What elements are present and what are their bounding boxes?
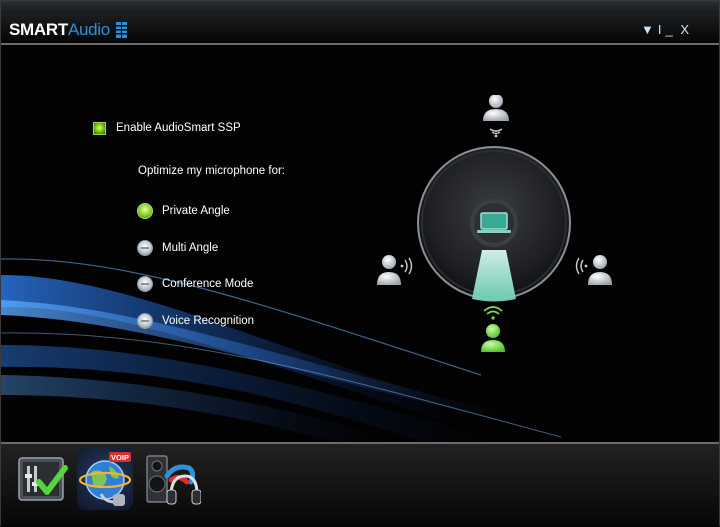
window-controls: ▼I_ X — [637, 21, 689, 39]
voice-recognition-label: Voice Recognition — [162, 315, 255, 327]
controls-separator: I — [657, 22, 662, 37]
task-bar: VOIP — [1, 442, 719, 527]
title-bar[interactable]: SMARTAudio ▼I_ X — [1, 13, 719, 45]
minimize-button[interactable]: _ — [665, 22, 673, 37]
option-voice-recognition[interactable]: Voice Recognition — [137, 311, 254, 331]
user-bottom-active-icon — [481, 306, 505, 352]
enable-ssp-indicator[interactable] — [93, 121, 106, 135]
conference-mode-radio[interactable] — [137, 276, 153, 292]
user-top-icon — [483, 95, 509, 138]
close-button[interactable]: X — [680, 22, 689, 37]
microphone-pickup-diagram — [377, 95, 612, 352]
user-right-icon — [575, 255, 612, 285]
main-panel: Enable AudioSmart SSP Optimize my microp… — [1, 45, 719, 441]
private-angle-label: Private Angle — [162, 205, 230, 217]
voip-badge-text: VOIP — [111, 453, 129, 462]
option-private-angle[interactable]: Private Angle — [137, 201, 230, 221]
private-angle-radio[interactable] — [137, 203, 153, 219]
voice-recognition-radio[interactable] — [137, 313, 153, 329]
background-swoosh — [1, 258, 562, 441]
laptop-icon — [470, 199, 518, 247]
multi-angle-radio[interactable] — [137, 240, 153, 256]
option-conference-mode[interactable]: Conference Mode — [137, 274, 253, 294]
smartaudio-logo: SMARTAudio — [9, 19, 128, 41]
enable-ssp-label: Enable AudioSmart SSP — [116, 122, 241, 134]
voip-globe-icon[interactable]: VOIP — [79, 450, 133, 508]
pickup-beam — [472, 250, 516, 302]
enable-ssp-checkbox[interactable]: Enable AudioSmart SSP — [93, 119, 241, 137]
menu-dropdown-button[interactable]: ▼ — [640, 22, 654, 37]
conference-mode-label: Conference Mode — [162, 278, 254, 290]
logo-bars-icon — [116, 22, 128, 38]
mixer-check-icon[interactable] — [15, 452, 71, 508]
optimize-heading: Optimize my microphone for: — [138, 165, 285, 177]
option-multi-angle[interactable]: Multi Angle — [137, 238, 218, 258]
window-top-stripe — [1, 1, 719, 13]
multi-angle-label: Multi Angle — [162, 242, 219, 254]
user-left-icon — [377, 255, 413, 285]
speaker-headphones-icon[interactable] — [141, 452, 201, 508]
